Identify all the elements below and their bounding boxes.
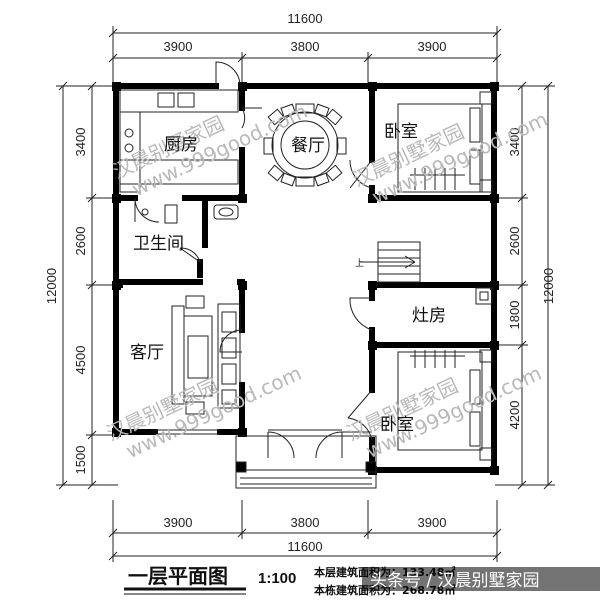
stairs [360, 241, 421, 283]
drawing-title-text: 一层平面图 [128, 564, 228, 588]
dining-table [263, 103, 347, 187]
dim-bottom-seg-1: 3900 [164, 515, 193, 530]
dim-right-seg-2: 2600 [507, 227, 522, 256]
doors [134, 61, 373, 459]
dim-left-total: 12000 [44, 268, 59, 304]
bed-top [397, 91, 493, 193]
dim-bottom-total: 11600 [287, 539, 322, 554]
dim-top-seg-1: 3900 [164, 39, 193, 54]
entry-steps [235, 435, 377, 489]
bed-bottom [397, 349, 493, 461]
room-label-living: 客厅 [130, 343, 164, 363]
drawing-title: 一层平面图 [124, 564, 246, 595]
dim-left-seg-4: 1500 [73, 446, 88, 475]
room-label-dining: 餐厅 [291, 136, 325, 156]
dim-right-seg-4: 4200 [507, 401, 522, 430]
room-label-bedroom-bottom: 卧室 [380, 415, 414, 435]
columns [112, 82, 499, 475]
dim-right-seg-1: 3400 [507, 128, 522, 157]
windows [155, 429, 372, 435]
dim-left-seg-3: 4500 [73, 346, 88, 375]
room-label-stove: 灶房 [412, 306, 446, 326]
living-sofa [171, 295, 241, 415]
dim-top-seg-3: 3900 [418, 39, 447, 54]
dim-top-total: 11600 [287, 11, 322, 26]
dim-top-seg-2: 3800 [291, 39, 320, 54]
dim-left-seg-2: 2600 [73, 227, 88, 256]
bathroom-fixtures [141, 204, 239, 224]
dim-bottom-seg-2: 3800 [291, 515, 320, 530]
right-dimensions [495, 81, 555, 490]
credit-banner: 头条号 / 汉晨别墅家园 [362, 567, 600, 591]
kitchen-counter [119, 89, 239, 193]
top-dimensions [108, 26, 502, 86]
watermark-top: 汉晨别墅家园 www.999good.com [109, 99, 311, 201]
stair-up-label: 上 [355, 258, 364, 268]
dim-left-seg-1: 3400 [73, 128, 88, 157]
credit-text: 头条号 / 汉晨别墅家园 [370, 571, 540, 591]
stove-chimney [475, 287, 493, 305]
dim-bottom-seg-3: 3900 [418, 515, 447, 530]
bottom-dimensions [108, 500, 502, 562]
drawing-scale: 1:100 [258, 570, 296, 587]
dim-right-seg-3: 1800 [507, 301, 522, 330]
dim-right-total: 12000 [541, 268, 556, 304]
room-label-kitchen: 厨房 [164, 135, 198, 155]
room-label-bedroom-top: 卧室 [384, 122, 418, 142]
room-label-bathroom: 卫生间 [133, 234, 184, 254]
